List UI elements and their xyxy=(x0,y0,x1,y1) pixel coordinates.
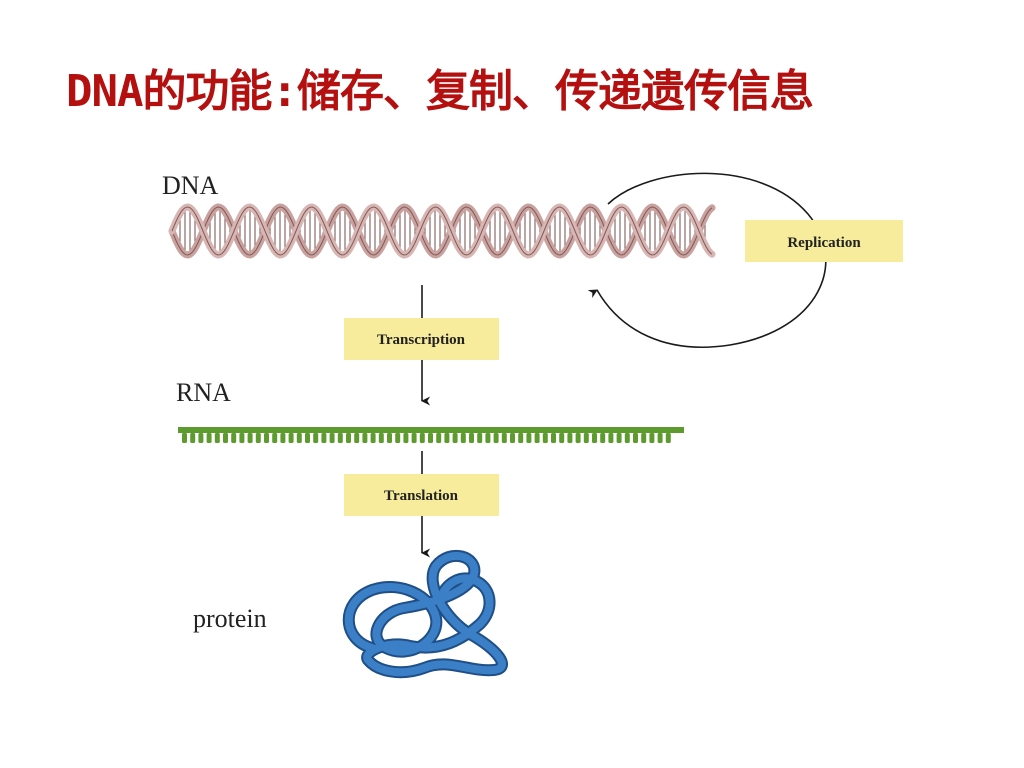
protein-fold-icon xyxy=(342,550,508,679)
rna-label: RNA xyxy=(176,378,231,407)
translation-label: Translation xyxy=(384,488,459,504)
replication-label: Replication xyxy=(787,235,861,251)
transcription-label: Transcription xyxy=(377,332,466,348)
protein-label: protein xyxy=(193,604,267,633)
rna-strand-icon xyxy=(178,427,684,443)
circular-arrow-icon xyxy=(587,172,827,349)
dna-label: DNA xyxy=(162,171,219,200)
transcription-box: Transcription xyxy=(344,318,499,360)
slide-title: DNA的功能:储存、复制、传递遗传信息 xyxy=(66,66,814,117)
translation-box: Translation xyxy=(344,474,499,516)
dna-helix-icon xyxy=(168,203,716,259)
replication-box: Replication xyxy=(745,220,903,262)
